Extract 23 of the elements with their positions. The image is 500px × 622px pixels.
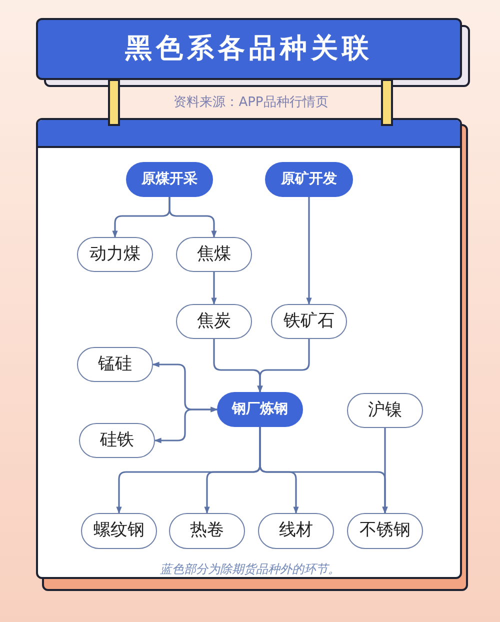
arrow [211, 272, 217, 305]
product-node: 硅铁 [79, 423, 155, 458]
stage-node: 钢厂炼钢 [217, 392, 303, 427]
product-node: 焦煤 [176, 237, 252, 272]
product-node: 动力煤 [77, 237, 153, 272]
footnote: 蓝色部分为除期货品种外的环节。 [159, 561, 341, 577]
arrow [257, 339, 310, 393]
source-note: 资料来源：APP品种行情页 [172, 94, 330, 112]
arrow [154, 406, 218, 444]
stage-node: 原煤开采 [126, 162, 213, 197]
product-node: 不锈钢 [347, 513, 423, 549]
stage-node: 原矿开发 [265, 162, 353, 197]
product-node: 螺纹钢 [81, 513, 157, 549]
title-banner: 黑色系各品种关联 [36, 18, 462, 80]
product-node: 铁矿石 [271, 304, 347, 339]
product-node: 热卷 [169, 513, 245, 549]
arrow [168, 197, 217, 238]
product-node: 沪镍 [347, 393, 423, 428]
product-node: 线材 [258, 513, 334, 549]
product-node: 焦炭 [176, 304, 252, 339]
arrow [382, 428, 388, 514]
product-node: 锰硅 [77, 347, 153, 382]
arrow [306, 197, 312, 305]
